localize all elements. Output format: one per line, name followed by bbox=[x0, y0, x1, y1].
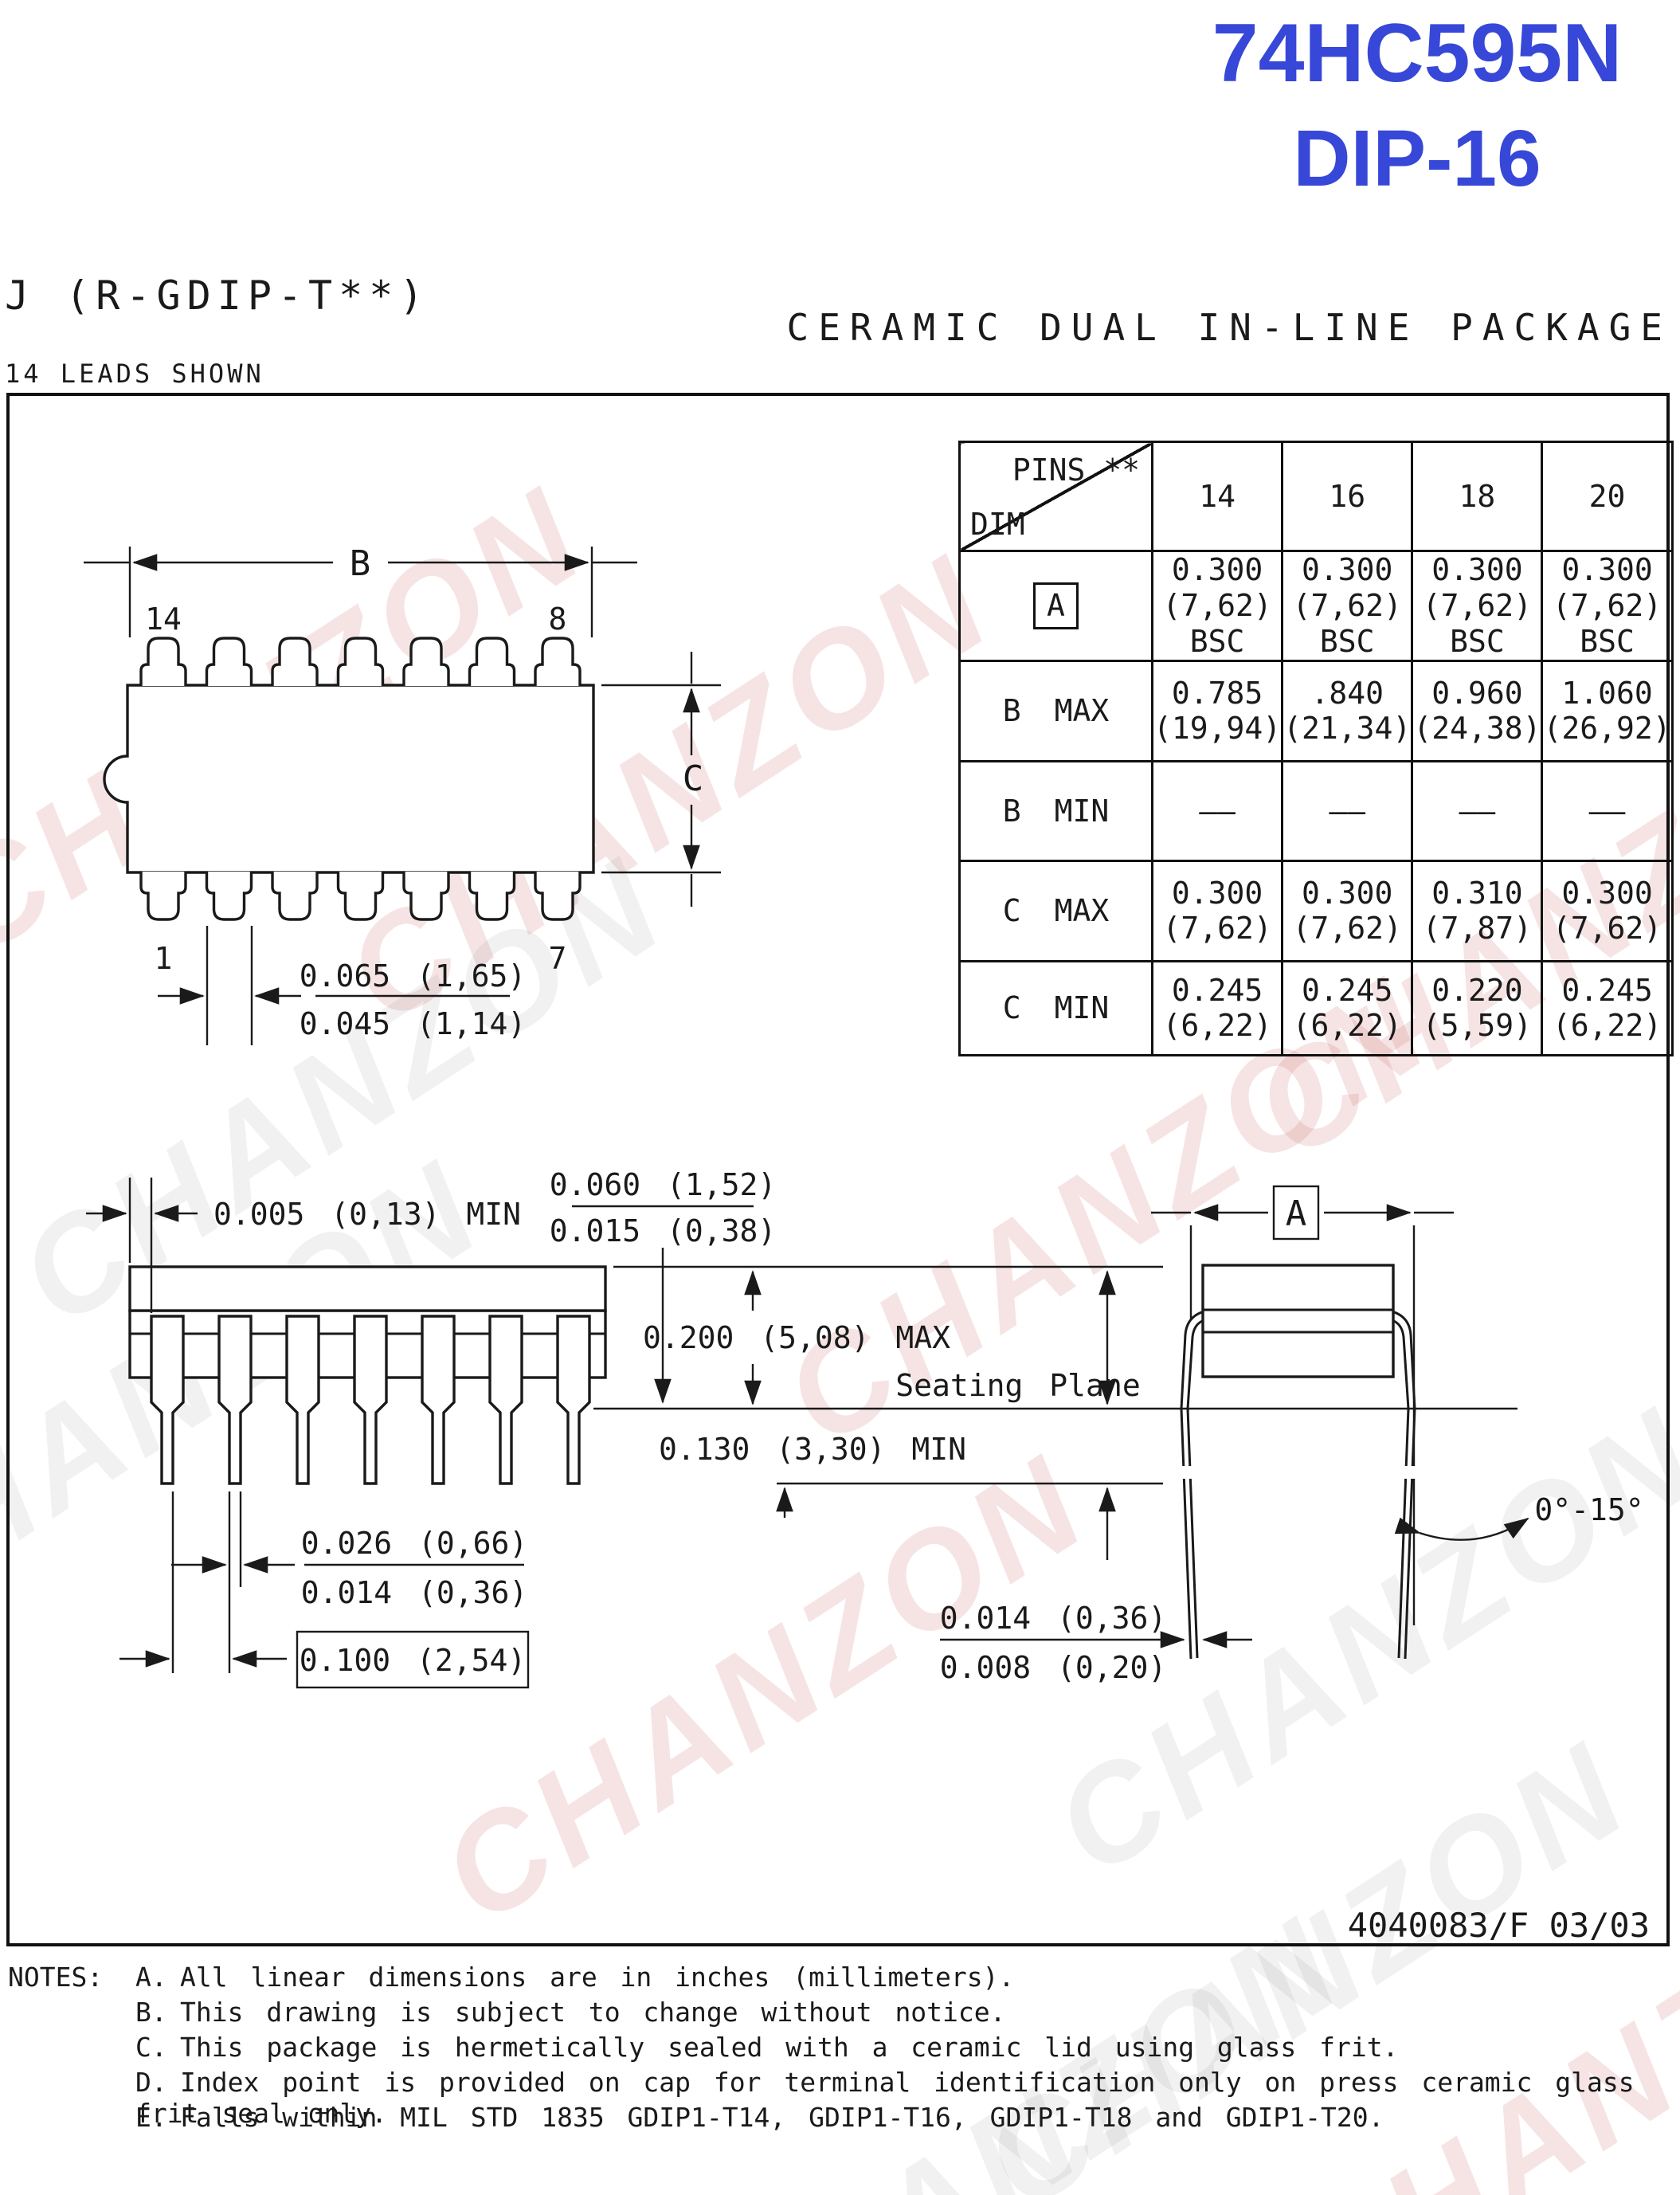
row-suffix: MAX bbox=[1054, 693, 1110, 729]
drawing-border bbox=[6, 393, 1670, 1946]
table-corner-cell: PINS ** DIM bbox=[958, 440, 1153, 553]
table-row-c-max: C MAX 0.300 (7,62) 0.300 (7,62) 0.310 (7,… bbox=[958, 859, 1674, 962]
col-header-14: 14 bbox=[1150, 440, 1284, 553]
lead-thickness-min: 0.008 (0,20) bbox=[940, 1650, 1167, 1685]
table-cell: 0.300 (7,62) bbox=[1150, 859, 1284, 962]
note-letter: B. bbox=[135, 1997, 167, 2028]
leads-shown-note: 14 LEADS SHOWN bbox=[5, 359, 264, 389]
edge-min-dim: 0.005 (0,13) MIN bbox=[213, 1197, 521, 1232]
package-code: J (R-GDIP-T**) bbox=[5, 272, 430, 319]
lead-width2-max: 0.026 (0,66) bbox=[301, 1526, 528, 1561]
dim-a-label: A bbox=[1286, 1194, 1307, 1234]
table-cell: 0.245 (6,22) bbox=[1281, 959, 1414, 1056]
col-header-16: 16 bbox=[1281, 440, 1414, 553]
lead-width-max: 0.065 (1,65) bbox=[300, 958, 527, 994]
table-cell: 0.245 (6,22) bbox=[1150, 959, 1284, 1056]
table-cell: 0.785 (19,94) bbox=[1150, 659, 1284, 762]
notes-title: NOTES: bbox=[8, 1962, 104, 1993]
table-cell: —— bbox=[1281, 759, 1414, 862]
row-letter: B bbox=[1002, 693, 1021, 729]
note-item: D.Index point is provided on cap for ter… bbox=[8, 2067, 1665, 2129]
table-cell: —— bbox=[1150, 759, 1284, 862]
note-text: This drawing is subject to change withou… bbox=[180, 1997, 1006, 2028]
lead-thickness-max: 0.014 (0,36) bbox=[940, 1601, 1167, 1636]
part-number-title: 74HC595N bbox=[1212, 7, 1623, 100]
row-letter: C bbox=[1002, 893, 1021, 929]
dim-b-label: B bbox=[350, 543, 371, 584]
package-body-top-view bbox=[103, 684, 595, 874]
table-cell: 0.300 (7,62) BSC bbox=[1150, 550, 1284, 662]
lead-length-dim: 0.130 (3,30) MIN bbox=[659, 1432, 966, 1467]
package-type-title: CERAMIC DUAL IN-LINE PACKAGE bbox=[786, 306, 1672, 349]
pin-1-label: 1 bbox=[155, 941, 173, 976]
pin-14-label: 14 bbox=[145, 602, 182, 637]
side-view-drawing: 0.005 (0,13) MIN 0.060 (1,52) 0.015 (0,3… bbox=[86, 1167, 1517, 1689]
dim-header: DIM bbox=[970, 506, 1025, 542]
end-view-drawing: A 0°-15° 0.014 (0,36) 0.008 (0,20) bbox=[940, 1185, 1644, 1685]
pitch-dim: 0.100 (2,54) bbox=[300, 1643, 527, 1678]
package-drawings: B 14 8 1 7 bbox=[84, 543, 1644, 1689]
col-header-20: 20 bbox=[1541, 440, 1674, 553]
table-row-a: A 0.300 (7,62) BSC 0.300 (7,62) BSC 0.30… bbox=[958, 550, 1674, 662]
lead-width2-min: 0.014 (0,36) bbox=[301, 1575, 528, 1610]
table-row-b-max: B MAX 0.785 (19,94) .840 (21,34) 0.960 (2… bbox=[958, 659, 1674, 762]
row-label-a: A bbox=[1033, 582, 1079, 630]
note-text: All linear dimensions are in inches (mil… bbox=[180, 1962, 1015, 1993]
pin-8-label: 8 bbox=[549, 602, 567, 637]
top-view-drawing: B 14 8 1 7 bbox=[84, 543, 721, 1045]
table-cell: 1.060 (26,92) bbox=[1541, 659, 1674, 762]
table-cell: 0.300 (7,62) BSC bbox=[1541, 550, 1674, 662]
table-cell: 0.300 (7,62) bbox=[1281, 859, 1414, 962]
note-item: E. Falls within MIL STD 1835 GDIP1-T14, G… bbox=[8, 2102, 1665, 2137]
table-cell: 0.220 (5,59) bbox=[1411, 959, 1544, 1056]
row-suffix: MIN bbox=[1054, 990, 1110, 1026]
table-row-c-min: C MIN 0.245 (6,22) 0.245 (6,22) 0.220 (5,… bbox=[958, 959, 1674, 1056]
seating-plane-label: Seating Plane bbox=[895, 1368, 1140, 1403]
row-suffix: MIN bbox=[1054, 793, 1110, 829]
note-item: B. This drawing is subject to change with… bbox=[8, 1997, 1665, 2032]
note-text: Falls within MIL STD 1835 GDIP1-T14, GDI… bbox=[180, 2102, 1384, 2133]
table-cell: —— bbox=[1541, 759, 1674, 862]
table-cell: 0.245 (6,22) bbox=[1541, 959, 1674, 1056]
table-cell: 0.300 (7,62) bbox=[1541, 859, 1674, 962]
package-title: DIP-16 bbox=[1293, 114, 1541, 203]
pins-header: PINS ** bbox=[1012, 453, 1140, 488]
lead-width-min: 0.045 (1,14) bbox=[300, 1006, 527, 1041]
col-header-18: 18 bbox=[1411, 440, 1544, 553]
table-cell: 0.310 (7,87) bbox=[1411, 859, 1544, 962]
note-item: C. This package is hermetically sealed wi… bbox=[8, 2032, 1665, 2067]
note-letter: A. bbox=[135, 1962, 167, 1993]
table-cell: 0.300 (7,62) BSC bbox=[1281, 550, 1414, 662]
notes-section: NOTES: A. All linear dimensions are in in… bbox=[8, 1962, 1665, 2137]
note-item: A. All linear dimensions are in inches (m… bbox=[8, 1962, 1665, 1997]
row-suffix: MAX bbox=[1054, 893, 1110, 929]
row-letter: B bbox=[1002, 793, 1021, 829]
dim-c-label: C bbox=[683, 758, 704, 799]
table-cell: —— bbox=[1411, 759, 1544, 862]
table-cell: 0.300 (7,62) BSC bbox=[1411, 550, 1544, 662]
note-letter: E. bbox=[135, 2102, 167, 2133]
note-letter: D. bbox=[135, 2067, 167, 2098]
standoff-max: 0.060 (1,52) bbox=[550, 1167, 777, 1202]
table-cell: 0.960 (24,38) bbox=[1411, 659, 1544, 762]
note-letter: C. bbox=[135, 2032, 167, 2063]
note-text: This package is hermetically sealed with… bbox=[180, 2032, 1399, 2063]
table-header-row: PINS ** DIM 14 16 18 20 bbox=[958, 440, 1674, 553]
pin-7-label: 7 bbox=[549, 941, 567, 976]
note-text: Index point is provided on cap for termi… bbox=[135, 2067, 1635, 2129]
dimension-table: PINS ** DIM 14 16 18 20 A 0.300 (7,62) B… bbox=[958, 440, 1674, 1056]
body-height-dim: 0.200 (5,08) MAX bbox=[643, 1320, 950, 1355]
table-row-b-min: B MIN —— —— —— —— bbox=[958, 759, 1674, 862]
row-letter: C bbox=[1002, 990, 1021, 1026]
document-number: 4040083/F 03/03 bbox=[1347, 1906, 1650, 1945]
standoff-min: 0.015 (0,38) bbox=[550, 1213, 777, 1248]
lead-angle-dim: 0°-15° bbox=[1534, 1492, 1643, 1527]
table-cell: .840 (21,34) bbox=[1281, 659, 1414, 762]
